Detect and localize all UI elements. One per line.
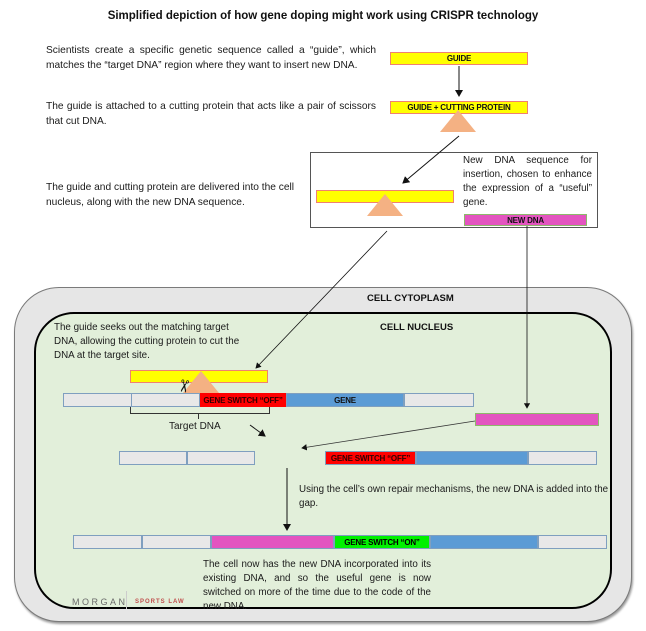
step-2-text: The guide is attached to a cutting prote…: [46, 101, 376, 127]
final-dna-grey-1: [73, 535, 142, 549]
step-4-text: The guide seeks out the matching target …: [54, 322, 240, 361]
logo-morgan: MORGAN: [72, 597, 128, 607]
guide-bar: GUIDE: [390, 52, 528, 65]
gene-switch-on-segment: GENE SWITCH “ON”: [334, 535, 430, 549]
cut-gene-switch-off: GENE SWITCH “OFF”: [325, 451, 416, 465]
cut-dna-left-1: [119, 451, 187, 465]
step-1-text: Scientists create a specific genetic seq…: [46, 45, 376, 71]
step-3-text: The guide and cutting protein are delive…: [46, 182, 295, 208]
cutting-protein-triangle: [440, 110, 476, 132]
cut-gene-switch-off-label: GENE SWITCH “OFF”: [330, 453, 411, 463]
gene-segment: GENE: [286, 393, 404, 407]
final-new-dna-segment: [211, 535, 334, 549]
gene-switch-off-label: GENE SWITCH “OFF”: [203, 395, 283, 405]
new-dna-description: New DNA sequence for insertion, chosen t…: [463, 155, 592, 208]
target-dna-label: Target DNA: [169, 421, 221, 432]
new-dna-bar: NEW DNA: [464, 214, 587, 226]
gene-label: GENE: [334, 395, 356, 405]
target-dna-bracket: [130, 407, 270, 414]
new-dna-label: NEW DNA: [507, 215, 544, 225]
cutting-protein-on-target: [183, 371, 219, 393]
dna-segment-grey-3: [404, 393, 474, 407]
cutting-protein-delivered-triangle: [367, 194, 403, 216]
nucleus-label: CELL NUCLEUS: [380, 322, 454, 333]
diagram-title: Simplified depiction of how gene doping …: [107, 10, 539, 22]
guide-label: GUIDE: [446, 54, 472, 63]
cytoplasm-label: CELL CYTOPLASM: [367, 293, 454, 304]
final-gene-segment: [430, 535, 538, 549]
final-dna-grey-2: [142, 535, 211, 549]
guide-cutting-label: GUIDE + CUTTING PROTEIN: [407, 103, 511, 112]
dna-segment-grey-2: [131, 393, 200, 407]
logo-divider: [126, 591, 127, 609]
step-6-text: The cell now has the new DNA incorporate…: [203, 559, 431, 612]
gene-switch-on-label: GENE SWITCH “ON”: [344, 537, 420, 547]
step-5-text: Using the cell’s own repair mechanisms, …: [299, 484, 609, 509]
cut-gene-segment: [416, 451, 528, 465]
final-dna-grey-3: [538, 535, 607, 549]
new-dna-in-nucleus: [475, 413, 599, 426]
logo-sports-law: SPORTS LAW: [135, 599, 185, 605]
gene-switch-off-segment: GENE SWITCH “OFF”: [200, 393, 286, 407]
target-dna-bracket-tick: [198, 413, 199, 419]
cut-dna-right-grey: [528, 451, 597, 465]
cut-dna-left-2: [187, 451, 255, 465]
